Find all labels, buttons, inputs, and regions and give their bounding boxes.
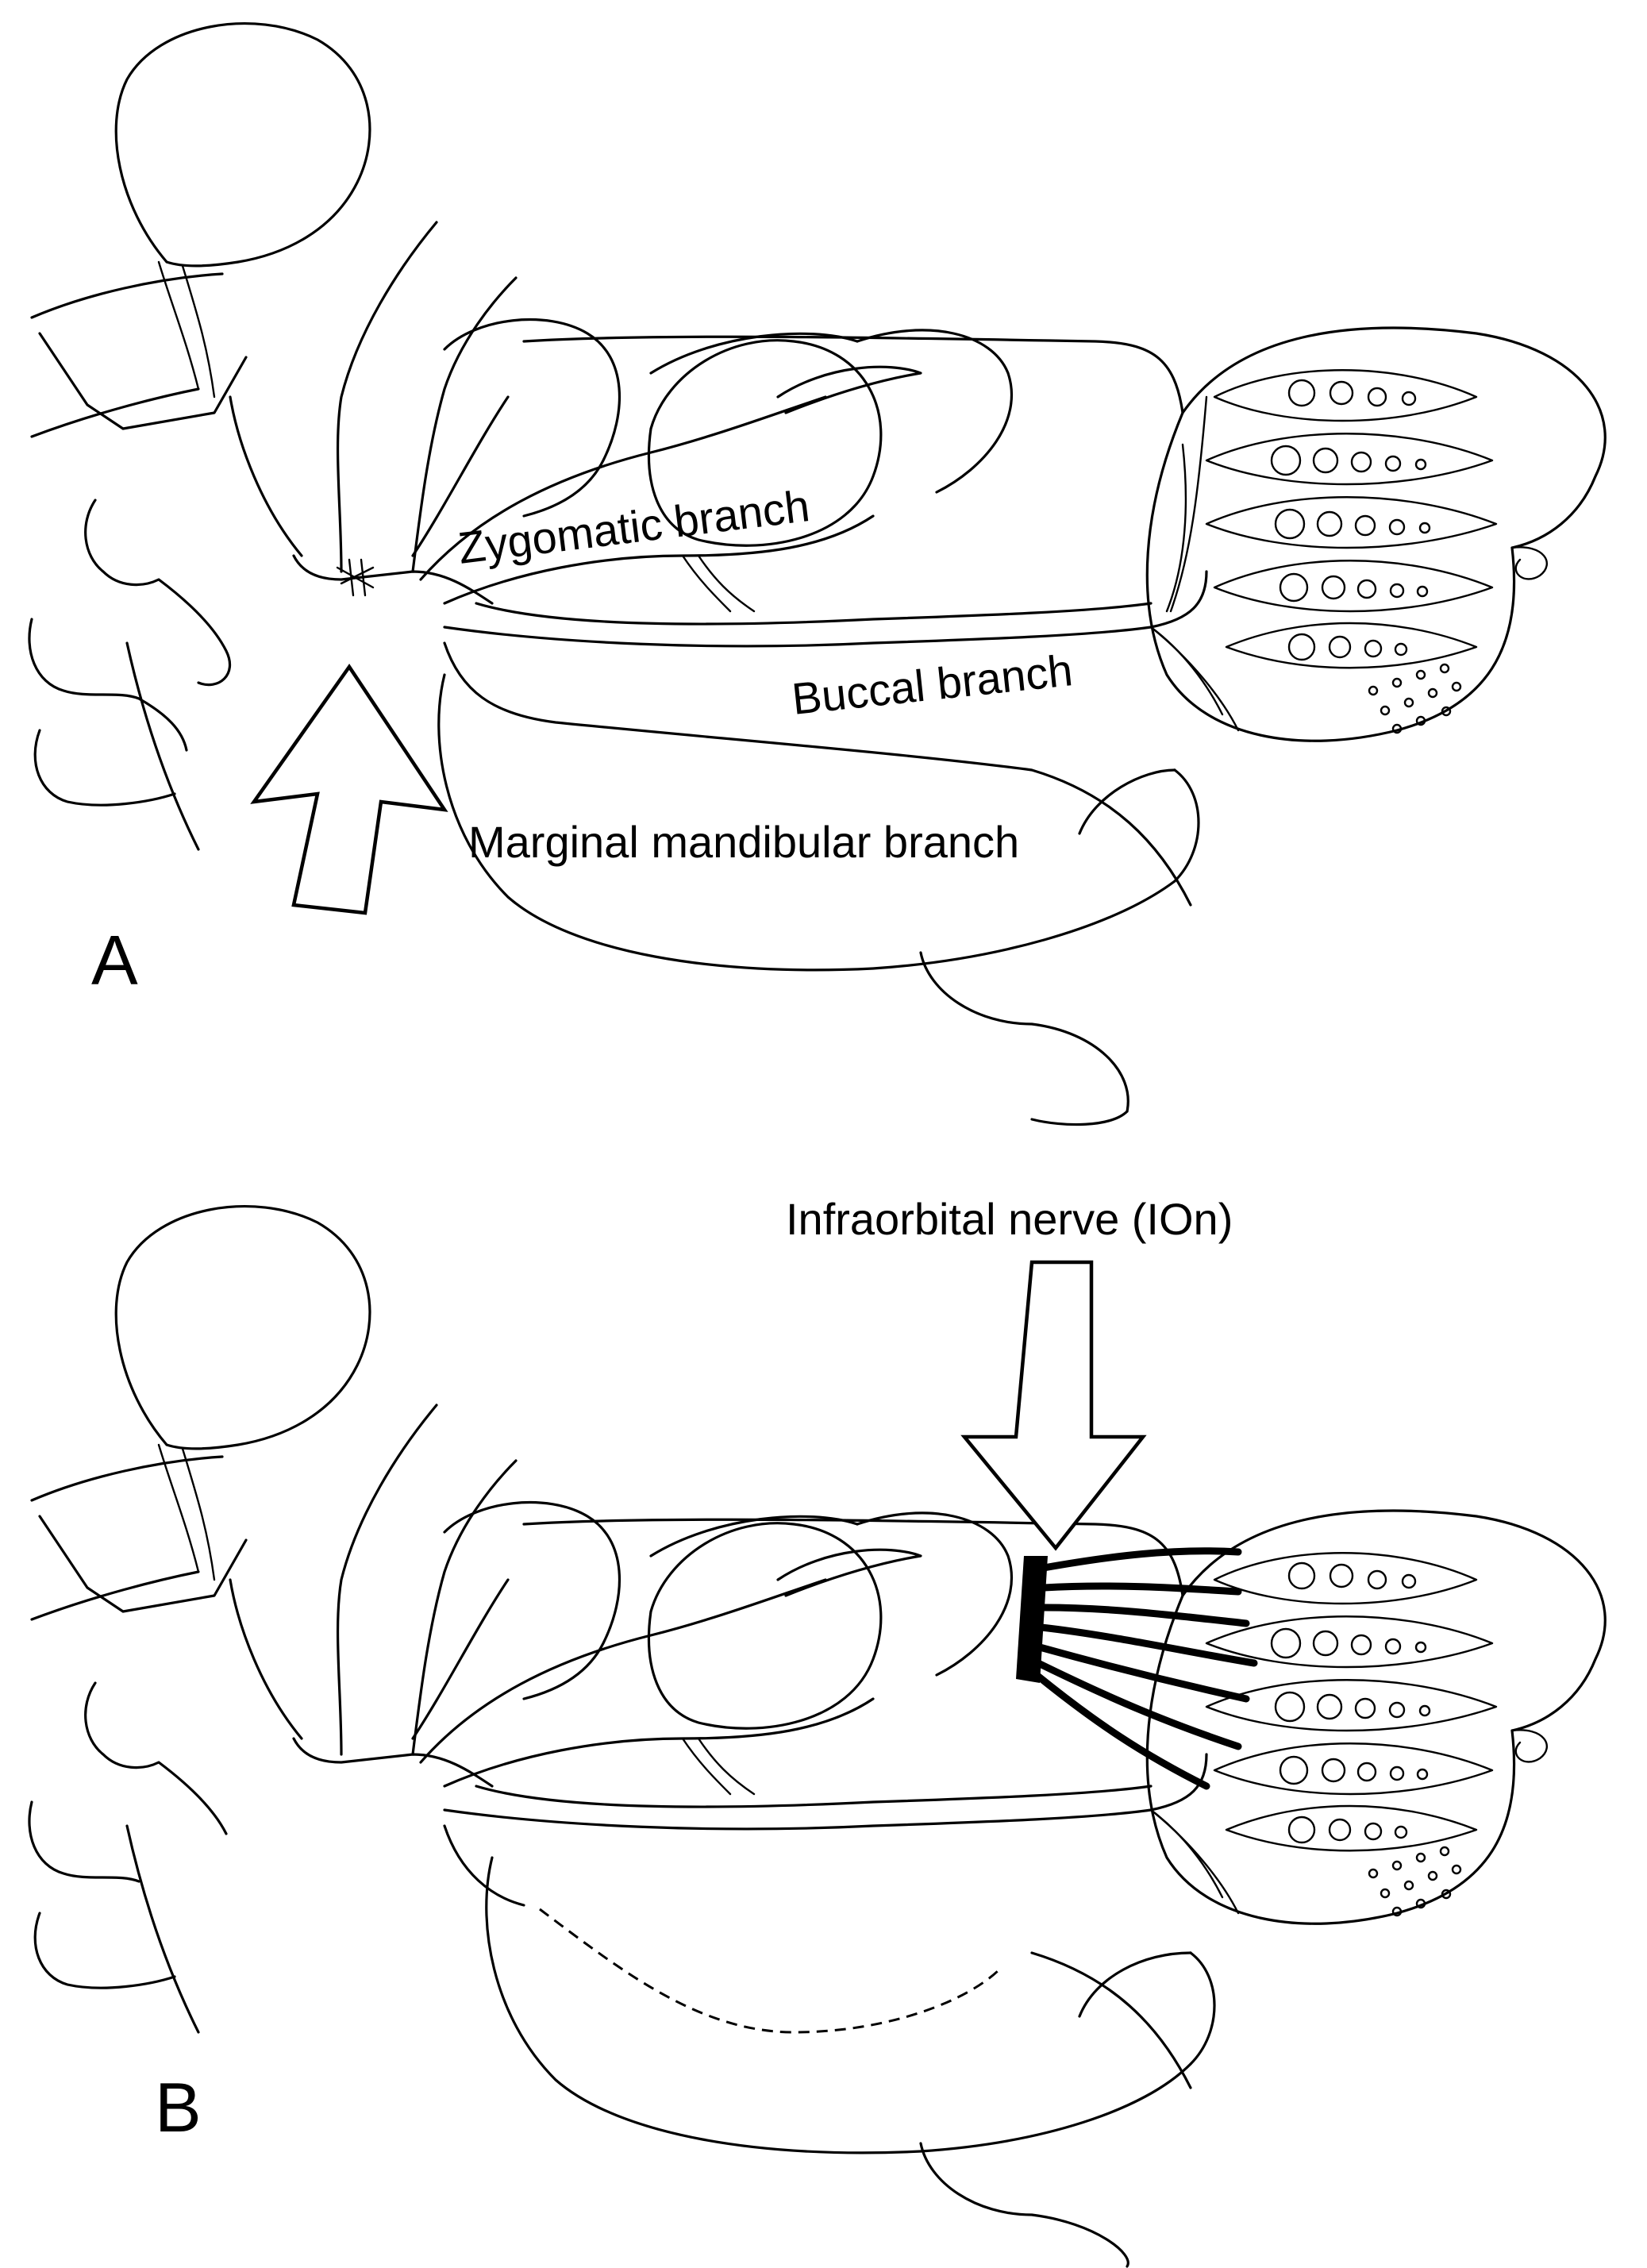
buccal-branch-label: Buccal branch bbox=[790, 645, 1076, 724]
ear-outline bbox=[114, 22, 371, 268]
panel-b: Infraorbital nerve (IOn) B bbox=[28, 1194, 1607, 2268]
panel-b-letter: B bbox=[155, 2068, 202, 2147]
infraorbital-nerve-fan bbox=[1016, 1547, 1258, 1790]
whisker-pad-a bbox=[1145, 326, 1607, 742]
panel-a-letter: A bbox=[91, 921, 138, 999]
buccal-branch-nerve-a bbox=[443, 626, 1153, 648]
marginal-mandibular-nerve-a bbox=[443, 641, 1192, 907]
marginal-mandibular-dashed-b bbox=[539, 1908, 1002, 2034]
zygomatic-branch-nerve-a bbox=[419, 395, 827, 581]
infraorbital-arrow-b bbox=[960, 1260, 1147, 1551]
zygomatic-branch-label: Zygomatic branch bbox=[456, 480, 812, 573]
transection-arrow-a bbox=[250, 664, 448, 915]
marginal-mandibular-branch-label: Marginal mandibular branch bbox=[468, 817, 1019, 867]
infraorbital-nerve-label: Infraorbital nerve (IOn) bbox=[786, 1194, 1233, 1244]
panel-a: Zygomatic branch Buccal branch Marginal … bbox=[28, 22, 1607, 1126]
whisker-pad-b bbox=[1145, 1509, 1607, 1925]
